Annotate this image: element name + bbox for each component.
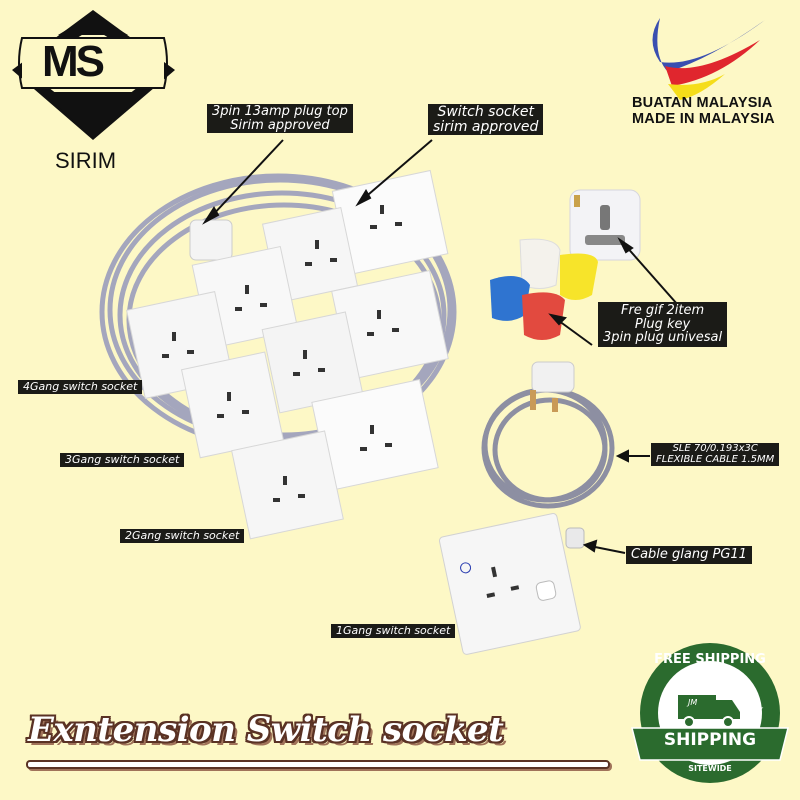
callout-free-gift-line1: Fre gif 2item: [620, 303, 705, 318]
callout-free-gift: Fre gif 2item Plug key 3pin plug univesa…: [598, 302, 728, 347]
callout-free-gift-line2: Plug key: [634, 316, 691, 332]
socket-holes: [162, 205, 402, 502]
plug-top-image: [189, 219, 233, 261]
variant-label-1gang: 1Gang switch socket: [331, 624, 456, 638]
svg-text:★: ★: [755, 704, 764, 715]
variant-label-3gang: 3Gang switch socket: [60, 453, 185, 467]
callout-cable-gland: Cable glang PG11: [626, 546, 752, 564]
plug-image: [530, 361, 575, 412]
title-underline: [26, 760, 610, 769]
sirim-logo-text: SIRIM: [55, 148, 117, 173]
callout-plug-top: 3pin 13amp plug top Sirim approved: [207, 104, 353, 134]
page-title: Exntension Switch socket: [28, 710, 504, 750]
callout-plug-top-line2: Sirim approved: [230, 117, 330, 133]
callout-cable-spec: SLE 70/0.193x3C FLEXIBLE CABLE 1.5MM: [651, 443, 780, 466]
single-gang-socket-image: [438, 513, 581, 655]
badge-ribbon-text: SHIPPING: [663, 730, 757, 750]
socket-stack-image: [126, 169, 449, 540]
callout-switch-socket-line1: Switch socket: [437, 104, 534, 120]
sirim-mark-text: MS: [42, 37, 105, 86]
made-in-line2: MADE IN MALAYSIA: [632, 110, 775, 127]
cable-coil-large: [99, 173, 457, 451]
cable-gland-image: [565, 527, 585, 549]
badge-arc-text: FREE SHIPPING: [654, 652, 766, 667]
callout-switch-socket: Switch socket sirim approved: [428, 104, 544, 136]
svg-text:★: ★: [658, 704, 667, 715]
badge-monogram: JM: [688, 698, 698, 707]
variant-label-2gang: 2Gang switch socket: [120, 529, 245, 543]
callout-cable-line1: SLE 70/0.193x3C: [672, 443, 758, 454]
callout-cable-line2: FLEXIBLE CABLE 1.5MM: [656, 453, 775, 465]
variant-label-4gang: 4Gang switch socket: [18, 380, 143, 394]
callout-plug-top-line1: 3pin 13amp plug top: [212, 104, 348, 119]
cable-coil-small: [481, 387, 615, 509]
universal-adapter-image: [569, 189, 641, 261]
badge-sub-text: SITEWIDE: [688, 764, 732, 773]
plug-key-set-image: [490, 238, 598, 340]
malaysia-flag-swoosh-icon: [652, 18, 765, 100]
made-in-malaysia-logo: BUATAN MALAYSIA MADE IN MALAYSIA: [632, 95, 775, 128]
callout-free-gift-line3: 3pin plug univesal: [603, 330, 723, 346]
made-in-line1: BUATAN MALAYSIA: [632, 95, 773, 111]
callout-switch-socket-line2: sirim approved: [433, 118, 539, 135]
